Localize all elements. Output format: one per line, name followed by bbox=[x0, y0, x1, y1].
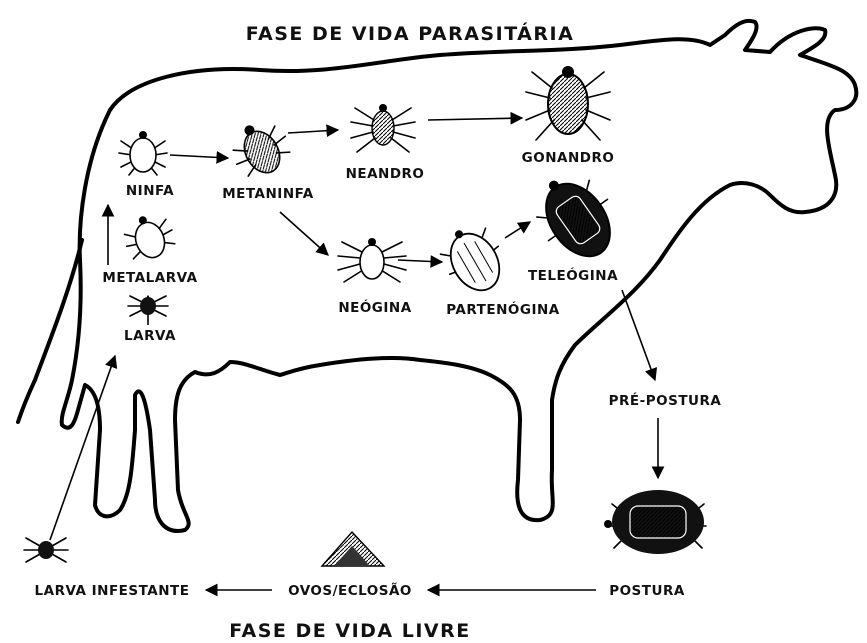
postura-tick-icon bbox=[604, 490, 707, 554]
arrow-larva-infestante-to-larva bbox=[49, 354, 118, 541]
teleogina-tick-icon bbox=[536, 179, 611, 258]
eggs-pile-icon bbox=[320, 530, 386, 567]
label-pre-postura: PRÉ-POSTURA bbox=[609, 392, 722, 409]
label-partenogina: PARTENÓGINA bbox=[446, 300, 559, 318]
label-ovos-eclosao: OVOS/ECLOSÃO bbox=[288, 582, 412, 599]
label-neandro: NEANDRO bbox=[346, 166, 425, 182]
title-free-phase: FASE DE VIDA LIVRE bbox=[229, 620, 471, 642]
label-ninfa: NINFA bbox=[126, 183, 174, 199]
label-larva: LARVA bbox=[124, 328, 176, 344]
arrow-metaninfa-to-neogina bbox=[279, 211, 329, 256]
arrow-partenogina-to-teleogina bbox=[504, 221, 532, 239]
metaninfa-tick-icon bbox=[232, 125, 291, 177]
label-neogina: NEÓGINA bbox=[338, 298, 411, 316]
arrow-neogina-to-partenogina bbox=[397, 255, 444, 268]
label-gonandro: GONANDRO bbox=[522, 150, 615, 166]
ninfa-tick-icon bbox=[118, 131, 168, 176]
larva-tick-icon bbox=[127, 295, 169, 317]
arrow-neandro-to-gonandro bbox=[427, 111, 524, 125]
metalarva-tick-icon bbox=[123, 216, 176, 260]
cow-outline bbox=[59, 18, 859, 533]
arrow-metaninfa-to-neandro bbox=[287, 124, 340, 138]
arrow-teleogina-to-pre-postura bbox=[621, 289, 658, 382]
neandro-tick-icon bbox=[350, 104, 416, 153]
label-metaninfa: METANINFA bbox=[222, 186, 314, 202]
label-larva-infestante: LARVA INFESTANTE bbox=[35, 583, 190, 599]
cow-tail bbox=[16, 238, 84, 424]
title-parasitic-phase: FASE DE VIDA PARASITÁRIA bbox=[246, 22, 575, 45]
neogina-tick-icon bbox=[337, 238, 407, 283]
arrow-ninfa-to-metaninfa bbox=[169, 151, 230, 164]
gonandro-tick-icon bbox=[525, 66, 611, 141]
label-postura: POSTURA bbox=[609, 583, 685, 599]
label-metalarva: METALARVA bbox=[102, 270, 197, 286]
larva-infestante-tick-icon bbox=[23, 537, 69, 563]
partenogina-tick-icon bbox=[439, 227, 501, 292]
label-teleogina: TELEÓGINA bbox=[528, 266, 618, 284]
